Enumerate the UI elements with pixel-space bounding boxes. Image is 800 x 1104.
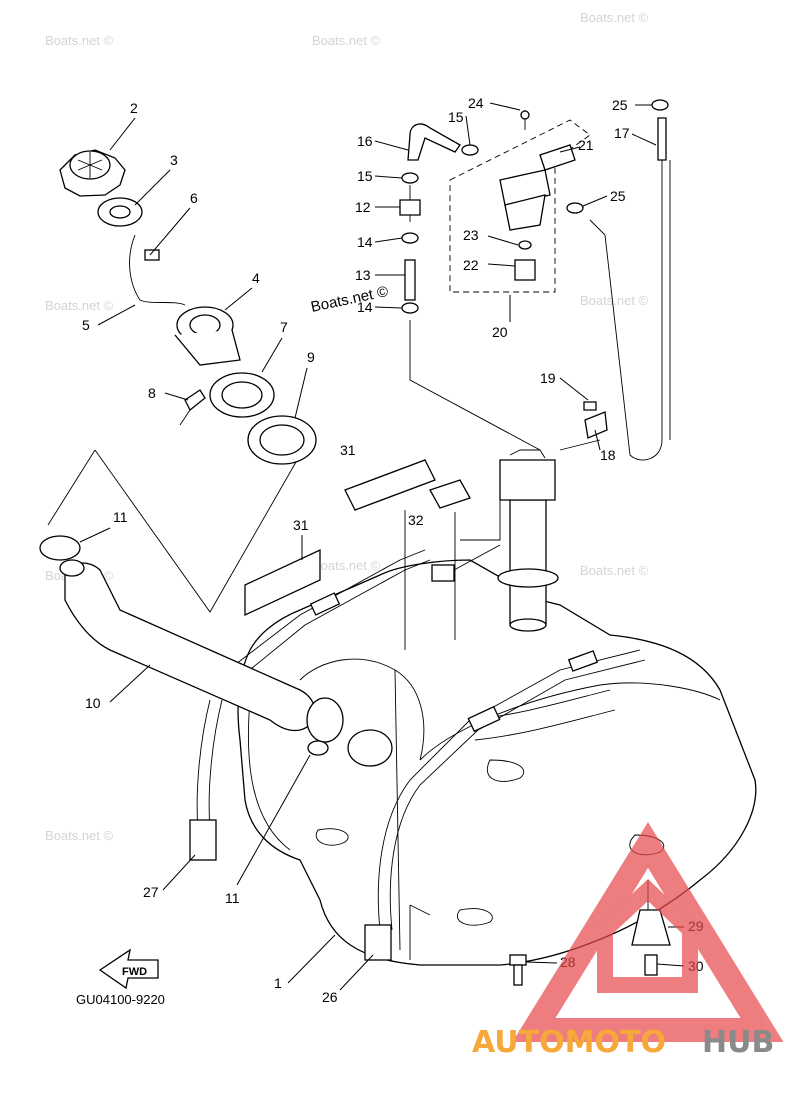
callout: 6 <box>190 190 198 206</box>
callout: 17 <box>614 125 630 141</box>
watermark: Boats.net © <box>580 10 649 25</box>
callout: 2 <box>130 100 138 116</box>
watermark-dark: Boats.net © <box>309 283 389 316</box>
watermark: Boats.net © <box>45 33 114 48</box>
brand-text-b: HUB <box>702 1025 774 1060</box>
callout: 4 <box>252 270 260 286</box>
callout: 10 <box>85 695 101 711</box>
callout-leaders <box>79 102 685 991</box>
callout: 19 <box>540 370 556 386</box>
brand-text-a: AUTOMOTO <box>472 1025 666 1060</box>
pump-assembly <box>449 110 591 293</box>
watermark: Boats.net © <box>45 828 114 843</box>
tank-straps <box>189 549 646 961</box>
callout: 12 <box>355 199 371 215</box>
callout: 18 <box>600 447 616 463</box>
brand-wordmark: AUTOMOTO HUB <box>472 1025 774 1060</box>
callout: 16 <box>357 133 373 149</box>
fuel-sender-neck <box>431 449 559 632</box>
callout: 22 <box>463 257 479 273</box>
callout: 14 <box>357 234 373 250</box>
watermark: Boats.net © <box>580 563 649 578</box>
cap-assembly <box>59 149 317 465</box>
callout: 32 <box>408 512 424 528</box>
callout: 20 <box>492 324 508 340</box>
fwd-arrow-icon: FWD <box>98 948 159 990</box>
callout: 21 <box>578 137 594 153</box>
mount-parts <box>509 880 671 986</box>
callout: 23 <box>463 227 479 243</box>
callout: 13 <box>355 267 371 283</box>
callout: 9 <box>307 349 315 365</box>
callout: 15 <box>448 109 464 125</box>
callout: 26 <box>322 989 338 1005</box>
fwd-label: FWD <box>122 966 147 978</box>
callout: 15 <box>357 168 373 184</box>
callout: 25 <box>610 188 626 204</box>
callout: 14 <box>357 299 373 315</box>
callout: 1 <box>274 975 282 991</box>
callout: 8 <box>148 385 156 401</box>
filler-hose <box>39 535 393 767</box>
callout: 11 <box>113 509 128 525</box>
callout: 24 <box>468 95 484 111</box>
callout: 31 <box>293 517 309 533</box>
hoses-filter <box>399 99 671 461</box>
callout: 25 <box>612 97 628 113</box>
callout: 27 <box>143 884 159 900</box>
labels-decals <box>244 459 471 617</box>
brand-logo <box>512 822 784 1042</box>
watermark: Boats.net © <box>312 33 381 48</box>
watermark: Boats.net © <box>45 298 114 313</box>
diagram-code: GU04100-9220 <box>76 992 165 1007</box>
callout: 7 <box>280 319 288 335</box>
callout: 31 <box>340 442 356 458</box>
callout: 5 <box>82 317 90 333</box>
callout: 3 <box>170 152 178 168</box>
watermark: Boats.net © <box>312 558 381 573</box>
leader-lines <box>47 320 601 650</box>
watermark: Boats.net © <box>580 293 649 308</box>
callout: 11 <box>225 890 240 906</box>
